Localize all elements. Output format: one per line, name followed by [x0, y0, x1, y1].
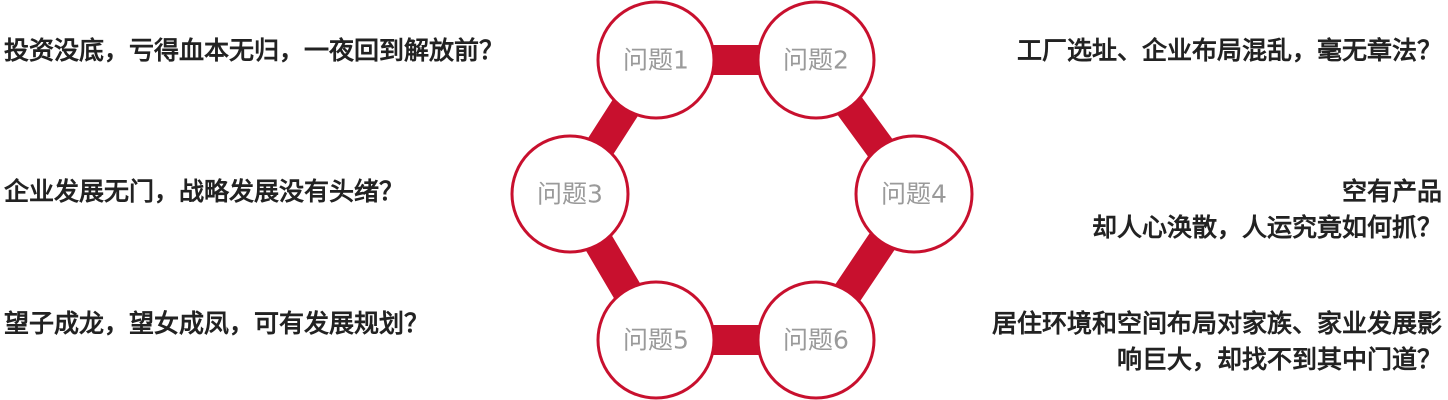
question-3-text: 企业发展无门，战略发展没有头绪？ — [4, 174, 404, 210]
node-q3: 问题3 — [510, 134, 630, 254]
node-q2-label: 问题2 — [783, 46, 849, 75]
node-q4: 问题4 — [854, 134, 974, 254]
question-6-line-1: 居住环境和空间布局对家族、家业发展影 — [991, 309, 1442, 338]
question-4-line-1: 空有产品 — [1341, 177, 1442, 206]
question-3-line-1: 企业发展无门，战略发展没有头绪？ — [4, 177, 405, 206]
question-2-text: 工厂选址、企业布局混乱，毫无章法？ — [1017, 33, 1442, 69]
node-q3-circle — [510, 134, 630, 254]
question-2-line-1: 工厂选址、企业布局混乱，毫无章法？ — [1016, 36, 1442, 65]
node-q4-label: 问题4 — [881, 180, 947, 209]
question-4-line-2: 却人心涣散，人运究竟如何抓？ — [1091, 213, 1442, 242]
node-q2-circle — [756, 0, 876, 120]
node-q4-circle — [854, 134, 974, 254]
node-q6-circle — [756, 280, 876, 400]
node-q2: 问题2 — [756, 0, 876, 120]
question-4-text: 空有产品 却人心涣散，人运究竟如何抓？ — [1092, 174, 1442, 246]
question-5-line-1: 望子成龙，望女成凤，可有发展规划？ — [4, 309, 430, 338]
node-q1-circle — [596, 0, 716, 120]
question-6-line-2: 响巨大，却找不到其中门道？ — [1116, 345, 1442, 374]
question-1-line-1: 投资没底，亏得血本无归，一夜回到解放前？ — [4, 36, 505, 65]
node-q5-label: 问题5 — [623, 326, 689, 355]
node-q6: 问题6 — [756, 280, 876, 400]
node-q1: 问题1 — [596, 0, 716, 120]
question-6-text: 居住环境和空间布局对家族、家业发展影 响巨大，却找不到其中门道？ — [992, 306, 1442, 378]
question-5-text: 望子成龙，望女成凤，可有发展规划？ — [4, 306, 429, 342]
node-q6-label: 问题6 — [783, 326, 849, 355]
node-q1-label: 问题1 — [623, 46, 689, 75]
node-q5: 问题5 — [596, 280, 716, 400]
question-1-text: 投资没底，亏得血本无归，一夜回到解放前？ — [4, 33, 504, 69]
node-q5-circle — [596, 280, 716, 400]
node-q3-label: 问题3 — [537, 180, 603, 209]
